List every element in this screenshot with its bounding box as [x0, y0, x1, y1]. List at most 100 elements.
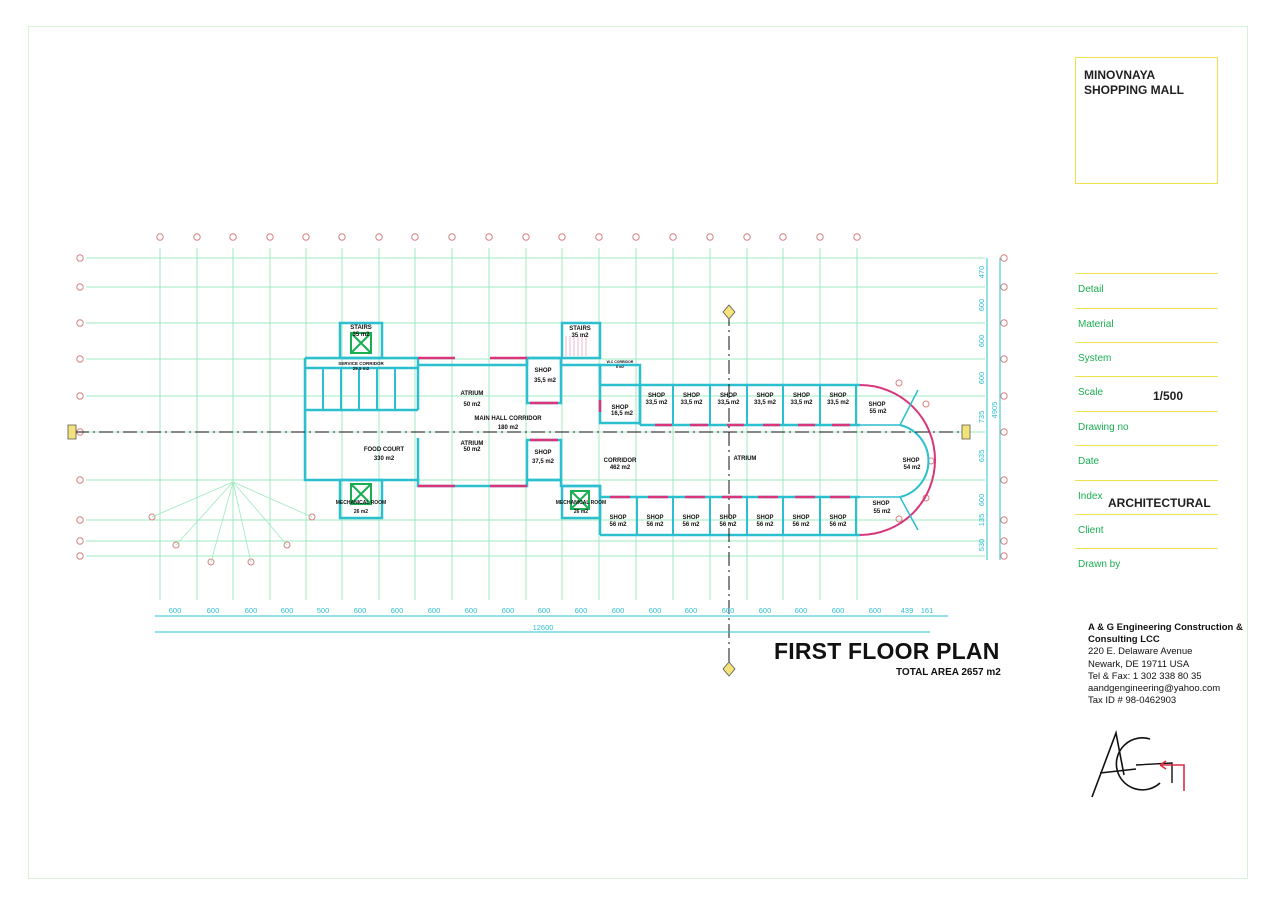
grid-bubble [558, 233, 566, 241]
grid-bubbles [76, 233, 1008, 566]
field-label: Drawn by [1078, 559, 1121, 570]
top-shop-area: 33,5 m2 [645, 400, 668, 406]
grid-bubble [266, 233, 274, 241]
company-email: aandgengineering@yahoo.com [1088, 683, 1221, 695]
grid-bubble [706, 233, 714, 241]
label-mech2: MECHANICAL ROOM [556, 500, 606, 506]
sheet-border [28, 26, 1248, 879]
field-label: Drawing no [1078, 422, 1129, 433]
label-stairs2-area: 35 m2 [571, 333, 589, 339]
bottom-shop-name: SHOP [756, 515, 773, 521]
grid-bubble [1000, 552, 1008, 560]
label-food-court-area: 330 m2 [374, 456, 395, 462]
label-shop-small-area: 16,5 m2 [611, 411, 634, 417]
grid-bubble [595, 233, 603, 241]
bottom-shop-name: SHOP [609, 515, 626, 521]
grid-bubble [743, 233, 751, 241]
dimension-label: 470 [977, 266, 986, 279]
company-name: A & G Engineering Construction & [1088, 622, 1243, 633]
top-shop-name: SHOP [720, 393, 737, 399]
label-shop-r2: SHOP [902, 458, 919, 464]
plan-total-area: TOTAL AREA 2657 m2 [896, 667, 1001, 678]
dimension-label: 600 [245, 606, 258, 615]
grid-bubble [308, 513, 316, 521]
field-value: 1/500 [1153, 389, 1184, 403]
dimension-label: 600 [391, 606, 404, 615]
field-label: Client [1078, 525, 1104, 536]
grid-bubble [76, 392, 84, 400]
dimension-label: 600 [759, 606, 772, 615]
dimension-label: 600 [169, 606, 182, 615]
label-main-hall: MAIN HALL CORRIDOR [474, 416, 542, 422]
grid-bubble [1000, 319, 1008, 327]
dimension-label: 600 [354, 606, 367, 615]
dimension-label: 500 [317, 606, 330, 615]
dimension-label: 600 [207, 606, 220, 615]
field-material: Material [1075, 308, 1218, 338]
curved-end-radials [860, 389, 919, 531]
grid-bubble [148, 513, 156, 521]
dimension-label: 600 [612, 606, 625, 615]
dimension-label: 600 [977, 494, 986, 507]
label-service-corridor: SERVICE CORRIDOR [338, 361, 384, 366]
grid-bubble [172, 541, 180, 549]
bottom-shop-area: 56 m2 [756, 522, 774, 528]
grid-bubble [632, 233, 640, 241]
bottom-shop-name: SHOP [792, 515, 809, 521]
door-openings [418, 356, 850, 499]
dimension-label: 135 [977, 514, 986, 527]
grid-bubble [411, 233, 419, 241]
field-drawing-no: Drawing no [1075, 411, 1218, 441]
top-shop-name: SHOP [793, 393, 810, 399]
grid-bubble [247, 558, 255, 566]
grid-bubble [76, 355, 84, 363]
top-shop-area: 33,5 m2 [754, 400, 777, 406]
grid-bubble [1000, 283, 1008, 291]
label-service-corridor-area: 29.5 m2 [353, 366, 370, 371]
grid-bubble [922, 400, 930, 408]
label-shop-a: SHOP [534, 368, 551, 374]
label-atrium3: ATRIUM [734, 456, 757, 462]
dimension-label: 735 [977, 411, 986, 424]
curved-end-outer [859, 384, 936, 536]
label-stairs1: STAIRS [350, 325, 372, 331]
grid-bubble [853, 233, 861, 241]
dimension-lines [155, 258, 1001, 633]
grid-bubble [76, 254, 84, 262]
field-value: ARCHITECTURAL [1108, 496, 1211, 510]
dimension-label: 600 [502, 606, 515, 615]
field-detail: Detail [1075, 273, 1218, 303]
label-atrium1-area: 50 m2 [463, 402, 481, 408]
grid-bubble [76, 319, 84, 327]
grid-bubble [1000, 516, 1008, 524]
bottom-shop-area: 56 m2 [719, 522, 737, 528]
top-shop-name: SHOP [683, 393, 700, 399]
room-labels: STAIRS 35 m2 STAIRS 35 m2 SERVICE CORRID… [336, 325, 921, 515]
dimension-label: 600 [977, 372, 986, 385]
label-shop-r2-area: 54 m2 [903, 465, 921, 471]
project-name-line1: MINOVNAYA [1084, 68, 1156, 82]
label-food-court: FOOD COURT [364, 447, 405, 453]
grid-bubble [76, 537, 84, 545]
plan-title: FIRST FLOOR PLAN [774, 638, 1000, 664]
section-markers [67, 304, 971, 677]
label-atrium1: ATRIUM [461, 391, 484, 397]
label-mech1-area: 26 m2 [354, 509, 368, 515]
grid-bubble [207, 558, 215, 566]
label-corridor: CORRIDOR [604, 458, 637, 464]
dimension-label: 600 [722, 606, 735, 615]
top-shop-area: 33,5 m2 [827, 400, 850, 406]
dimension-label: 635 [977, 450, 986, 463]
field-label: System [1078, 353, 1112, 364]
dimension-label: 439 [901, 606, 914, 615]
bottom-shop-name: SHOP [682, 515, 699, 521]
section-line [75, 312, 968, 668]
label-shop-r3: SHOP [872, 501, 889, 507]
dimension-label: 600 [649, 606, 662, 615]
company-info: A & G Engineering Construction & Consult… [1088, 622, 1243, 707]
label-shop-r3-area: 55 m2 [873, 509, 891, 515]
